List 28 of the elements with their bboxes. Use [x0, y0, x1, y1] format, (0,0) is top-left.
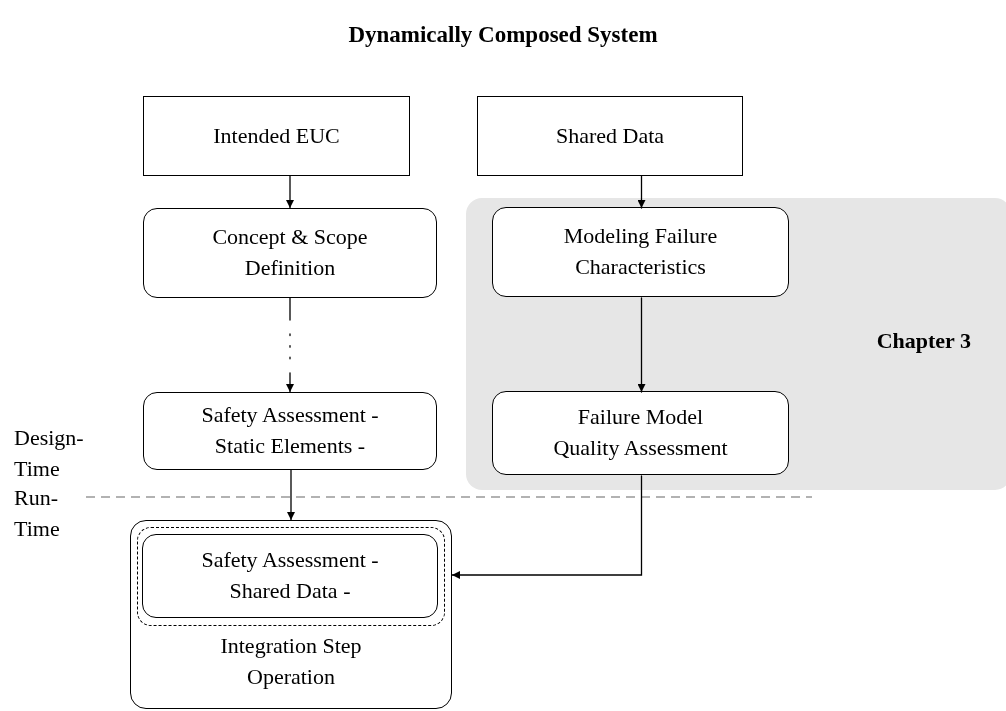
node-label: Chapter 3: [876, 327, 971, 355]
arrow: [287, 469, 295, 521]
arrow: [637, 297, 646, 393]
arrow: [637, 175, 646, 209]
process-box: [143, 96, 410, 176]
phase-label: Design-Time: [14, 424, 85, 483]
dashed-box: [137, 527, 445, 626]
process-box: [143, 392, 437, 470]
node-label: Intended EUC: [213, 121, 340, 150]
arrow: [286, 297, 294, 393]
node-label: Shared Data: [555, 121, 665, 150]
operation-box: [130, 520, 452, 709]
node-label: Modeling Failure Characteristics: [562, 222, 719, 281]
process-box: [492, 391, 789, 475]
phase-label: Run-Time: [14, 484, 61, 543]
process-box: [477, 96, 743, 176]
node-label: Safety Assessment - Shared Data -: [200, 546, 380, 605]
node-label: Concept & Scope Definition: [211, 223, 369, 282]
node-label: Safety Assessment - Static Elements -: [200, 401, 380, 460]
diagram-title: Dynamically Composed System: [348, 21, 658, 49]
arrow: [451, 475, 643, 579]
arrow: [286, 175, 294, 209]
process-box: [492, 207, 789, 297]
process-box: [142, 534, 438, 618]
node-label: Integration Step Operation: [219, 632, 363, 691]
node-label: Failure Model Quality Assessment: [552, 403, 729, 462]
chapter-region: [466, 198, 1006, 490]
process-box: [143, 208, 437, 298]
